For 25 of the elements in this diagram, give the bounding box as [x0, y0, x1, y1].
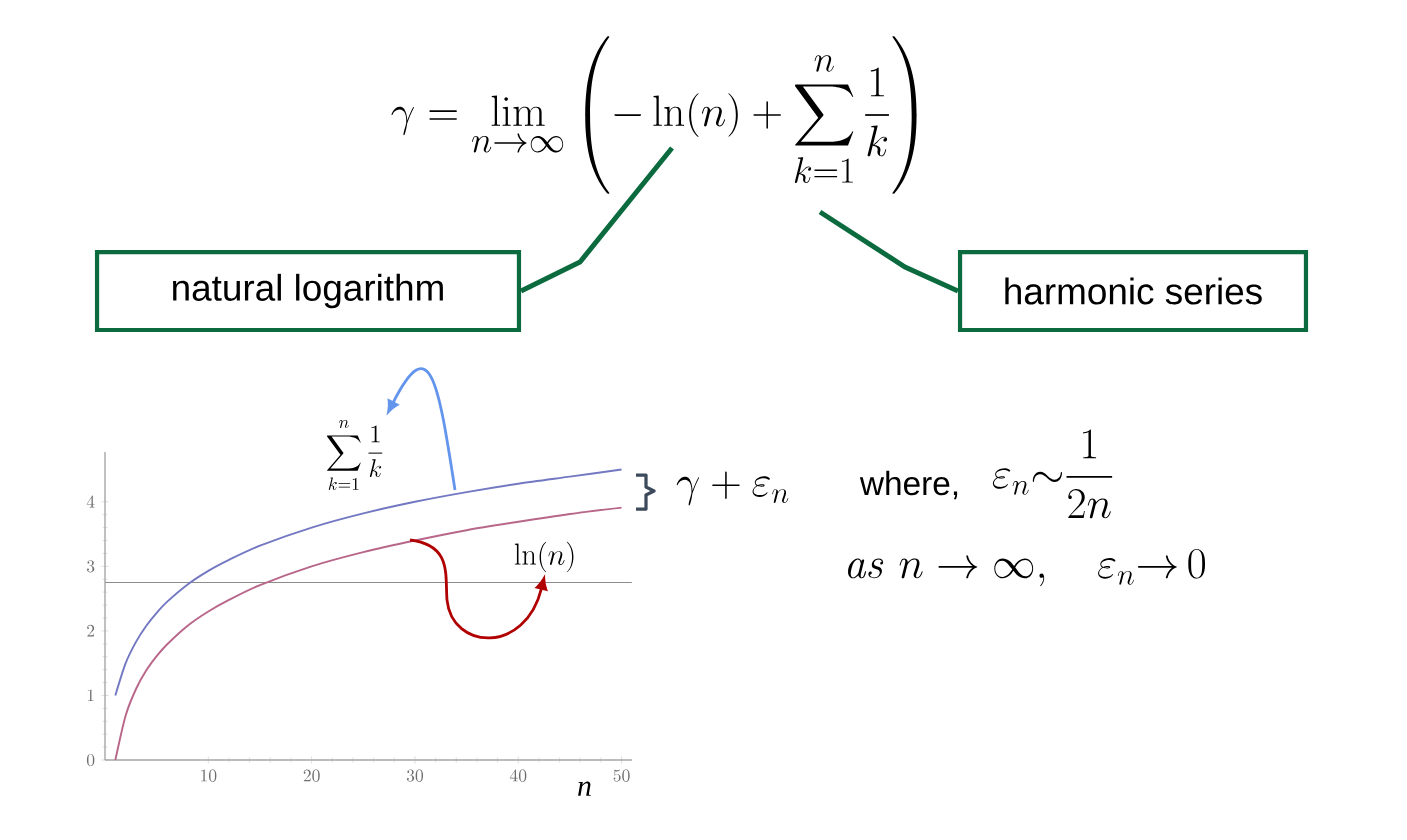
- y-tick-label: 4: [86, 495, 95, 508]
- function-label: $\ln(n)$: [514, 541, 574, 573]
- x-tick-label: 10: [201, 769, 217, 782]
- term-box: natural logarithm: [94, 249, 522, 333]
- formula: $\gamma = \lim_{n\to\infty}\left(-\ln(n)+\sum_{k=1}^{n}\frac{1}{k}\right)$: [391, 36, 917, 194]
- x-tick-label: 50: [613, 769, 630, 782]
- formula: $\varepsilon_n{\sim}\frac{1}{2n}$: [992, 429, 1113, 519]
- formula: $\mathit{as}\; n\to\infty,\quad \varepsilon_n{\to}\, 0$: [848, 548, 1205, 587]
- y-tick-label: 0: [86, 753, 95, 767]
- x-tick-label: 40: [509, 769, 527, 782]
- curved-arrow: [409, 538, 548, 640]
- x-axis-title: n: [578, 781, 591, 796]
- leader-line: [818, 209, 959, 294]
- formula: $\gamma+\varepsilon_n$: [676, 471, 789, 506]
- y-tick-label: 3: [87, 560, 95, 573]
- sum-label: $\sum_{k=1}^{n}\frac{1}{k}$: [327, 420, 383, 490]
- y-tick-label: 1: [87, 689, 94, 702]
- y-tick-label: 2: [87, 624, 95, 637]
- x-tick-label: 20: [303, 769, 320, 782]
- leader-line: [519, 146, 674, 294]
- line-series: [114, 506, 623, 761]
- note-text: where,: [859, 470, 958, 500]
- term-box: harmonic series: [957, 249, 1309, 333]
- x-tick-label: 30: [406, 769, 424, 782]
- curved-arrow: [387, 367, 457, 491]
